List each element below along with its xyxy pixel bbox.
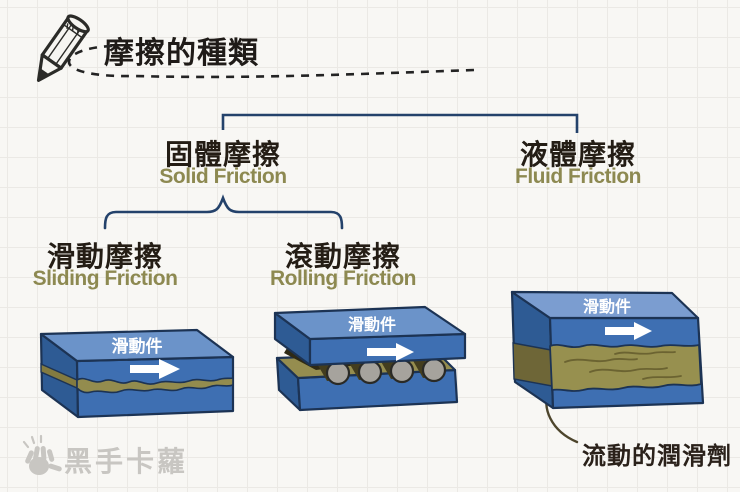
page-title: 摩擦的種類 bbox=[104, 37, 259, 70]
label-rolling-friction-en: Rolling Friction bbox=[270, 267, 416, 290]
motion-arrow-icon bbox=[605, 322, 652, 340]
rough-surface-seam bbox=[76, 377, 234, 394]
label-fluid-friction-en: Fluid Friction bbox=[515, 165, 641, 188]
dashed-underline bbox=[67, 44, 475, 79]
bracket-solid-fluid bbox=[221, 113, 579, 133]
rolling-block-label: 滑動件 bbox=[348, 315, 396, 334]
motion-arrow-icon bbox=[130, 359, 180, 379]
pencil-icon bbox=[36, 14, 90, 82]
fluid-block-label: 滑動件 bbox=[583, 297, 631, 316]
lubricant-layer bbox=[549, 343, 702, 392]
label-solid-friction-en: Solid Friction bbox=[159, 165, 287, 188]
hand-logo-icon bbox=[22, 434, 62, 475]
fluid-friction-diagram: 滑動件 bbox=[510, 290, 705, 410]
label-rolling-friction-zh: 滾動摩擦 bbox=[284, 241, 402, 272]
rollers bbox=[325, 357, 447, 386]
sliding-block-label: 滑動件 bbox=[112, 336, 163, 356]
label-sliding-friction-en: Sliding Friction bbox=[32, 267, 178, 290]
watermark-brand: 黑手卡蘿 bbox=[64, 446, 189, 477]
sliding-friction-diagram: 滑動件 bbox=[39, 328, 235, 419]
flow-lines bbox=[564, 351, 682, 380]
lubricant-layer-side bbox=[512, 342, 553, 387]
label-sliding-friction-zh: 滑動摩擦 bbox=[46, 241, 164, 272]
lubricant-annotation: 流動的潤滑劑 bbox=[582, 443, 732, 470]
rolling-friction-diagram: 滑動件 bbox=[273, 305, 467, 412]
motion-arrow-icon bbox=[367, 343, 414, 361]
brace-sliding-rolling bbox=[103, 194, 344, 230]
label-solid-friction-zh: 固體摩擦 bbox=[164, 139, 282, 170]
label-fluid-friction-zh: 液體摩擦 bbox=[519, 139, 637, 170]
